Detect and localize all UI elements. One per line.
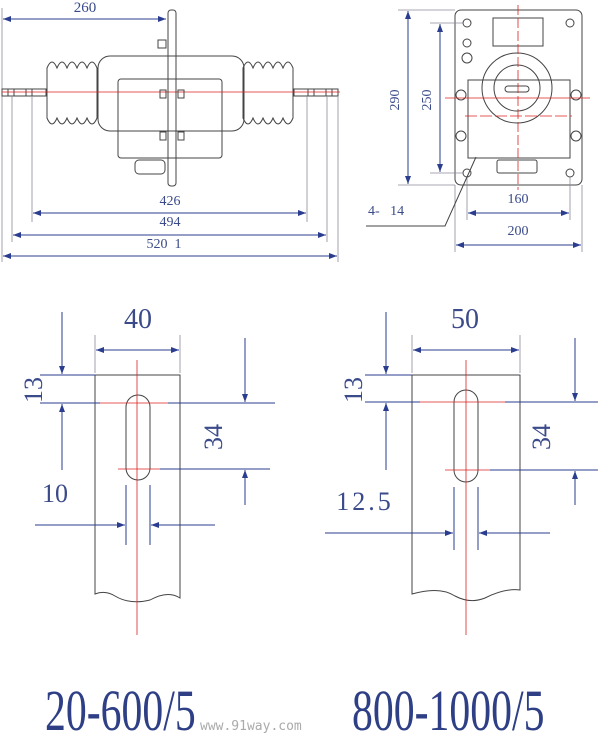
watermark: www.91way.com	[200, 719, 302, 734]
dim-slot-12-5: 12.5	[336, 487, 394, 516]
side-view: 260 426 494 520 1	[1, 0, 340, 262]
dim-offset-13-large: 13	[339, 377, 368, 403]
dim-290: 290	[388, 90, 403, 111]
dim-260: 260	[74, 0, 97, 16]
mounting-plate	[167, 9, 177, 187]
front-view: 290 250 160 200 4- 14	[366, 5, 590, 252]
dim-250: 250	[420, 90, 435, 111]
base-plate	[454, 9, 583, 186]
dim-width-40: 40	[124, 304, 152, 335]
dim-200: 200	[508, 224, 529, 239]
dim-slot-34-large: 34	[527, 424, 556, 450]
dim-slot-10: 10	[42, 479, 68, 508]
right-insulator	[242, 61, 294, 125]
dim-offset-13: 13	[19, 377, 48, 403]
dim-520: 520 1	[147, 237, 182, 252]
hole-label: 4- 14	[368, 204, 404, 219]
dim-426: 426	[160, 194, 181, 209]
terminal-large: 50 13 34 12.5	[325, 304, 598, 635]
dim-width-50: 50	[451, 304, 479, 335]
dim-160: 160	[508, 192, 529, 207]
dim-494: 494	[160, 215, 181, 230]
dim-slot-34: 34	[199, 424, 228, 450]
rating-large: 800-1000/5	[352, 678, 544, 737]
terminal-small: 40 13 34 10	[19, 304, 275, 635]
left-insulator	[46, 61, 98, 125]
rating-small: 20-600/5	[45, 678, 196, 737]
